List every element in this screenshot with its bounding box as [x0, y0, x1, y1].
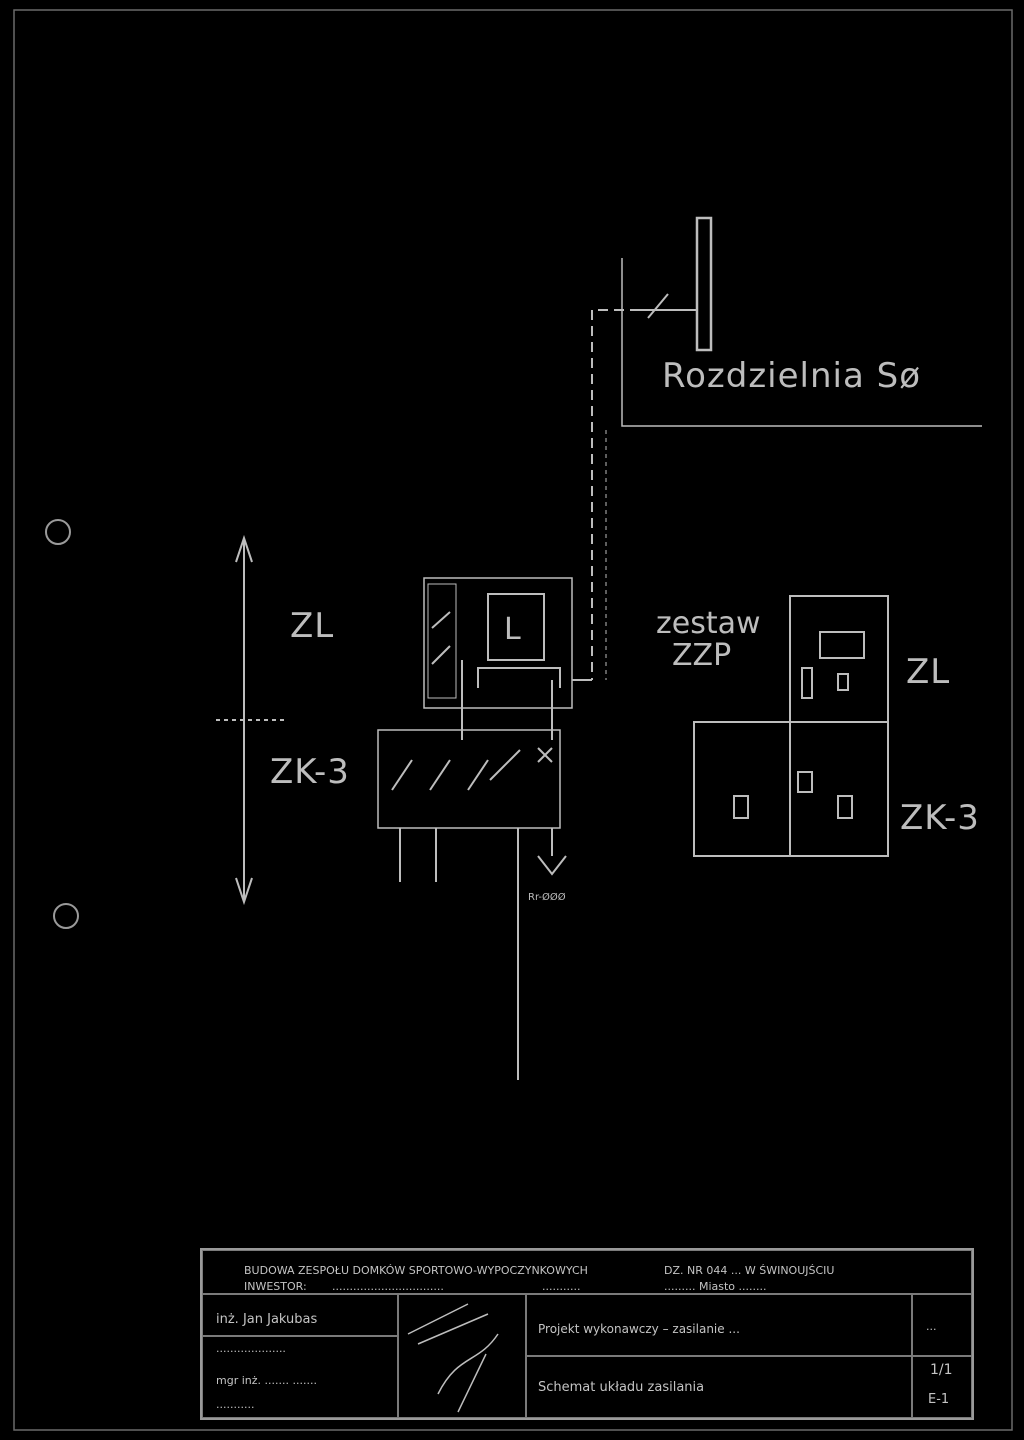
earth-symbol: [537, 855, 567, 876]
meter-letter: L: [504, 612, 522, 647]
object-location: DZ. NR 044 ... W ŚWINOUJŚCIU: [664, 1264, 835, 1277]
designer-name: inż. Jan Jakubas: [216, 1312, 318, 1327]
drawing-title: Schemat układu zasilania: [538, 1380, 705, 1395]
object-name: BUDOWA ZESPOŁU DOMKÓW SPORTOWO-WYPOCZYNK…: [244, 1264, 588, 1277]
zl-box: [423, 577, 573, 709]
zestaw-label: zestaw: [656, 606, 761, 641]
checker-license: ...........: [216, 1398, 255, 1411]
zl-right-label: ZL: [906, 652, 951, 692]
title-block: BUDOWA ZESPOŁU DOMKÓW SPORTOWO-WYPOCZYNK…: [200, 1248, 974, 1420]
meter: [487, 593, 545, 661]
signature-scribble: [407, 1303, 499, 1413]
contract-value: ......... Miasto ........: [664, 1280, 767, 1293]
switchboard-outline: [621, 258, 982, 427]
busbar: [695, 216, 713, 352]
zk3-box: [377, 729, 561, 829]
switchboard-label: Rozdzielnia Sø: [662, 356, 922, 396]
investor-name: ................................: [332, 1280, 444, 1293]
zk3-left-label: ZK-3: [270, 752, 350, 792]
drawing-number: E-1: [928, 1392, 950, 1407]
signature-area: [398, 1294, 526, 1418]
contract-label: ...........: [542, 1280, 581, 1293]
punch-hole: [53, 903, 79, 929]
designer-license: ....................: [216, 1342, 286, 1355]
zzp-label: ZZP: [672, 638, 732, 673]
sheet-number: 1/1: [930, 1362, 953, 1378]
earth-tag: Rr-ØØØ: [528, 892, 566, 903]
cable-route: [591, 309, 640, 680]
switch-box: [427, 583, 457, 699]
investor-label: INWESTOR:: [244, 1280, 307, 1293]
scale: ...: [926, 1320, 937, 1333]
zk3-right-label: ZK-3: [900, 798, 980, 838]
punch-hole: [45, 519, 71, 545]
checker-name: mgr inż. ....... .......: [216, 1374, 317, 1387]
sheet-border: [13, 9, 1013, 1431]
zl-left-label: ZL: [290, 606, 335, 646]
stage-text: Projekt wykonawczy – zasilanie ...: [538, 1322, 740, 1336]
